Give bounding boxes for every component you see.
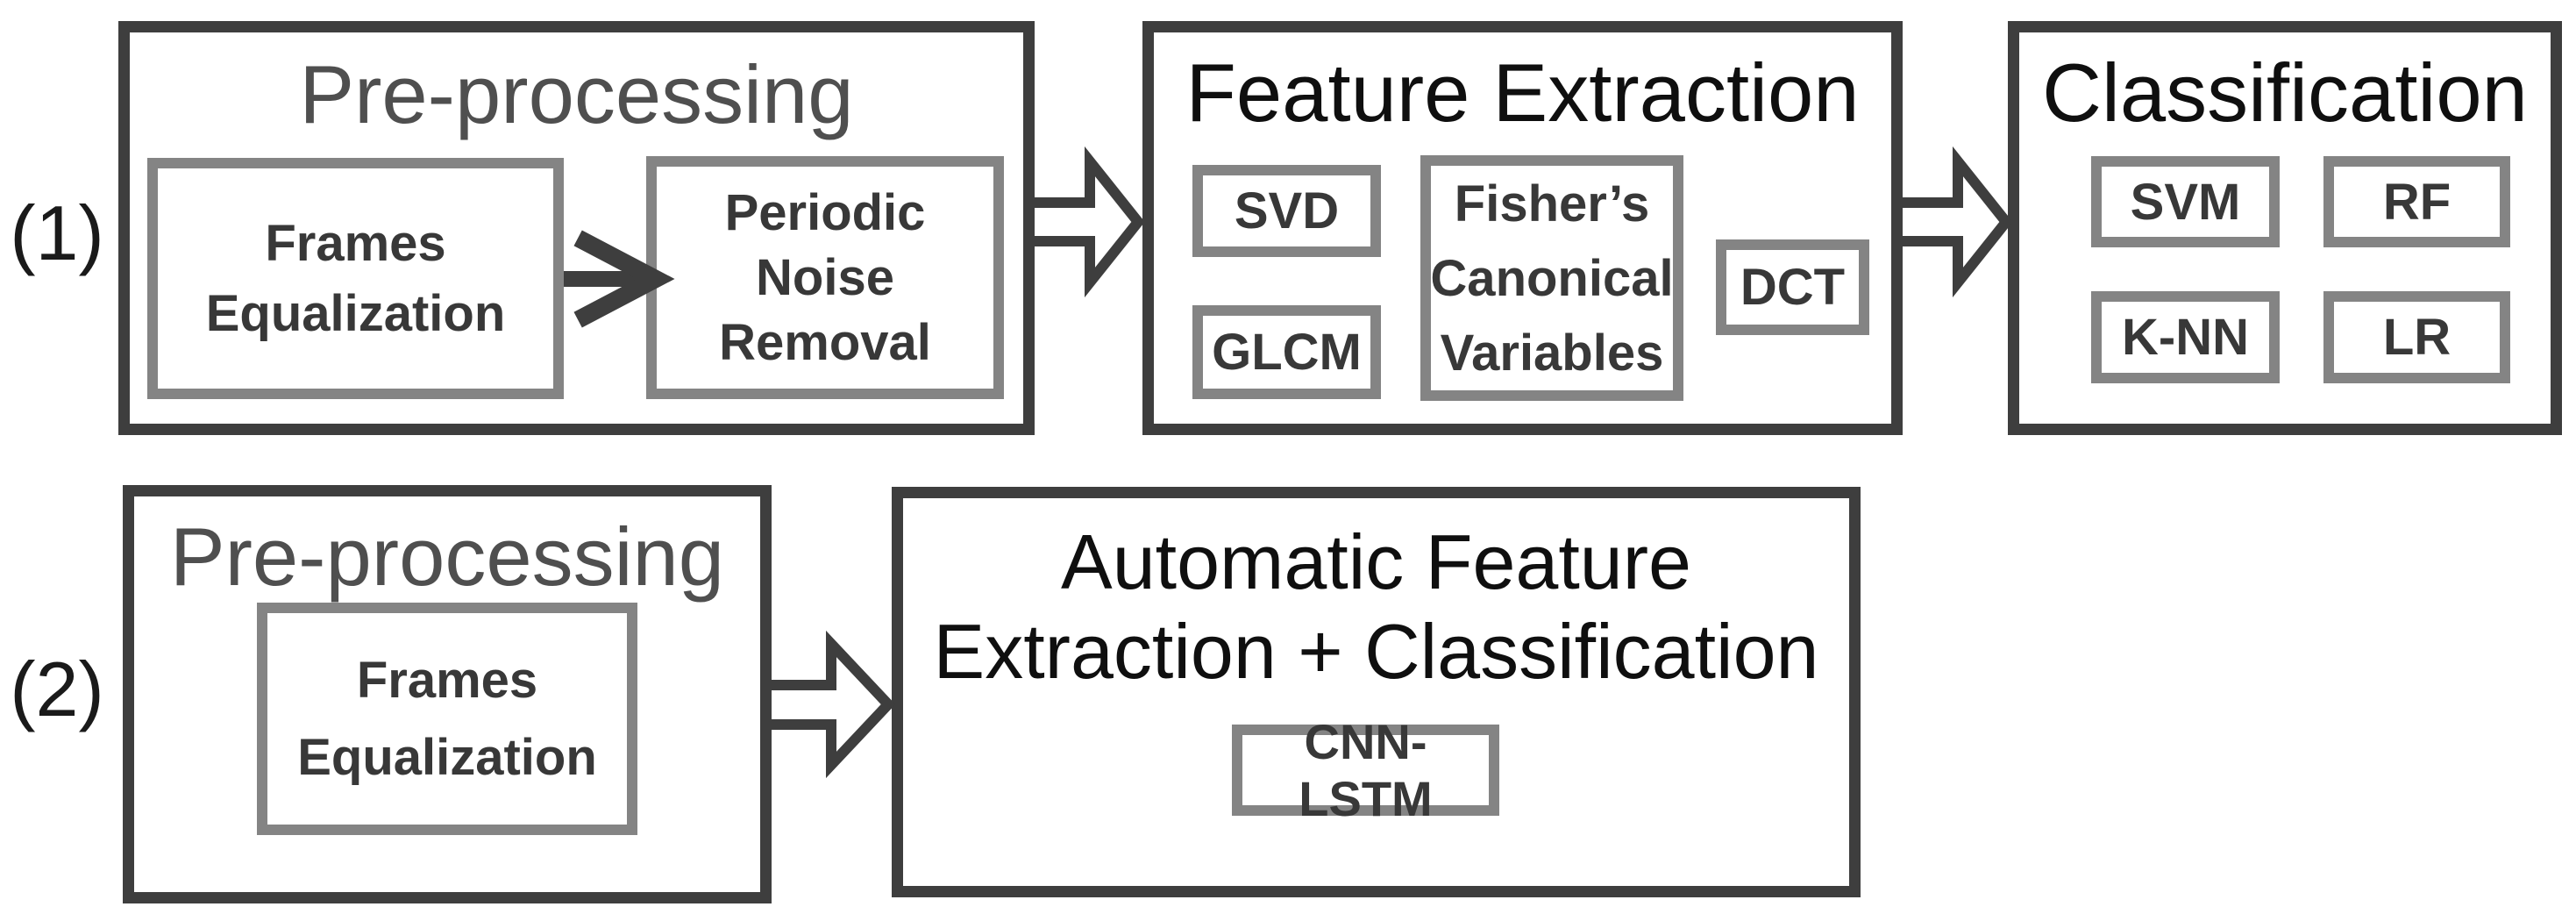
arrow-preprocessing-to-feature-extraction — [1035, 146, 1145, 298]
knn-label: K-NN — [2122, 309, 2249, 366]
pipeline-1-label: (1) — [10, 189, 104, 276]
frames-equalization-line2: Equalization — [205, 284, 506, 342]
svm-box: SVM — [2091, 156, 2280, 247]
automatic-feature-extraction-classification-box: Automatic Feature Extraction + Classific… — [892, 487, 1861, 897]
lr-label: LR — [2382, 309, 2451, 366]
dct-label: DCT — [1740, 259, 1846, 316]
svm-label: SVM — [2130, 173, 2241, 231]
cnn-lstm-box: CNN-LSTM — [1232, 714, 1499, 826]
fisher-line2: Canonical — [1430, 249, 1674, 307]
arrow-feature-extraction-to-classification — [1903, 146, 2013, 298]
periodic-noise-removal-box: Periodic Noise Removal — [646, 156, 1004, 399]
periodic-noise-removal-line1: Periodic — [724, 183, 926, 241]
pipeline-2-label: (2) — [10, 646, 104, 732]
glcm-label: GLCM — [1212, 324, 1362, 381]
svd-box: SVD — [1192, 165, 1381, 257]
knn-box: K-NN — [2091, 291, 2280, 383]
feature-extraction-stage-box: Feature Extraction SVD GLCM Fisher’s Can… — [1142, 21, 1903, 435]
auto-stage-title-line2: Extraction + Classification — [933, 608, 1819, 695]
frames-equalization-line1: Frames — [265, 214, 446, 272]
glcm-box: GLCM — [1192, 305, 1381, 399]
classification-stage-box: Classification SVM RF K-NN LR — [2008, 21, 2562, 435]
cnn-lstm-label: CNN-LSTM — [1299, 714, 1433, 826]
fisher-canonical-variables-box: Fisher’s Canonical Variables — [1420, 155, 1683, 401]
svd-label: SVD — [1234, 182, 1340, 239]
lr-box: LR — [2323, 291, 2510, 383]
auto-stage-title-line1: Automatic Feature — [1061, 518, 1691, 605]
classification-title: Classification — [2042, 46, 2528, 139]
feature-extraction-title: Feature Extraction — [1185, 46, 1860, 139]
auto-stage-title: Automatic Feature Extraction + Classific… — [903, 518, 1849, 696]
preprocessing-stage-box-2: Pre-processing Frames Equalization — [123, 485, 772, 903]
arrow-preprocessing2-to-auto-stage — [772, 630, 896, 779]
preprocessing-title-1: Pre-processing — [299, 48, 854, 140]
frames-equalization-2-line1: Frames — [356, 651, 538, 709]
periodic-noise-removal-line3: Removal — [719, 313, 931, 371]
fisher-line1: Fisher’s — [1454, 175, 1650, 232]
rf-box: RF — [2323, 156, 2510, 247]
rf-label: RF — [2382, 173, 2451, 231]
preprocessing-title-2: Pre-processing — [169, 511, 725, 603]
frames-equalization-box-1: Frames Equalization — [147, 158, 564, 399]
frames-equalization-box-2: Frames Equalization — [257, 603, 637, 835]
frames-equalization-2-line2: Equalization — [297, 728, 597, 786]
periodic-noise-removal-line2: Noise — [756, 248, 894, 306]
preprocessing-stage-box-1: Pre-processing Frames Equalization Perio… — [118, 21, 1035, 435]
dct-box: DCT — [1716, 239, 1869, 335]
fisher-line3: Variables — [1440, 324, 1664, 382]
